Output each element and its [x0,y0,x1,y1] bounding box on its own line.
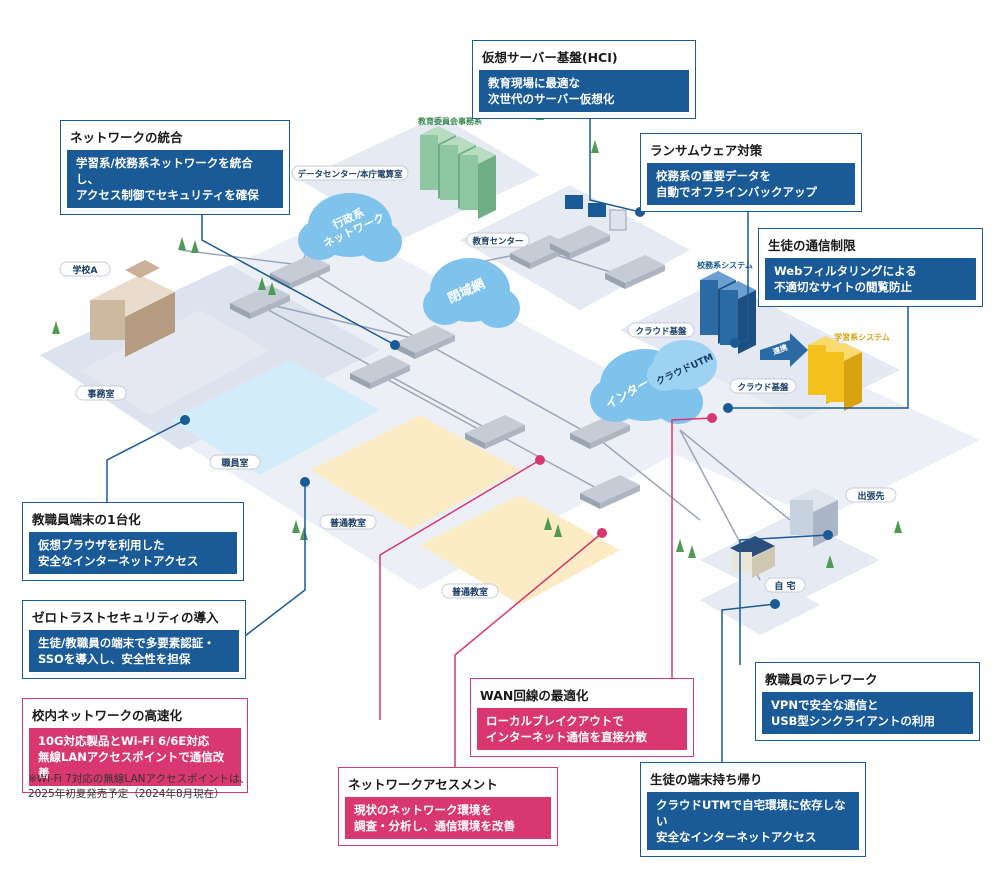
callout-lan-speed: 校内ネットワークの高速化 10G対応製品とWi-Fi 6/6E対応 無線LANア… [22,698,248,793]
leader-dots [180,207,833,609]
shokuinshitsu-floor [170,360,380,475]
futsu2-label: 普通教室 [452,586,488,598]
leader-lines-blue [106,95,909,765]
datacenter-label: データセンター/本庁電算室 [297,169,403,180]
callout-assessment-title: ネットワークアセスメント [348,777,498,792]
callout-hci-body: 教育現場に最適な 次世代のサーバー仮想化 [479,70,689,112]
callout-hci-title: 仮想サーバー基盤(HCI) [482,50,618,65]
callout-network-integration-body: 学習系/校務系ネットワークを統合し、 アクセス制御でセキュリティを確保 [67,150,283,208]
komu-system-servers [700,271,756,354]
callout-telework-title: 教職員のテレワーク [765,672,878,687]
callout-assessment-body: 現状のネットワーク環境を 調査・分析し、通信環境を改善 [345,797,551,839]
school-a-label: 学校A [73,264,98,276]
callout-take-home-body: クラウドUTMで自宅環境に依存しない 安全なインターネットアクセス [647,792,859,850]
footnote: ※Wi-Fi 7対応の無線LANアクセスポイントは、 2025年初夏発売予定（2… [28,773,250,800]
callout-wan: WAN回線の最適化 ローカルブレイクアウトで インターネット通信を直接分散 [470,678,694,757]
classroom1-floor [310,415,520,530]
jitaku-label: 自 宅 [774,580,795,592]
callout-zero-trust: ゼロトラストセキュリティの導入 生徒/教職員の端末で多要素認証・ SSOを導入し… [22,600,246,679]
callout-zero-trust-title: ゼロトラストセキュリティの導入 [32,610,219,625]
edu-center-pcs [565,195,627,231]
cloud-utm: クラウドUTM [647,340,717,391]
callout-zero-trust-body: 生徒/教職員の端末で多要素認証・ SSOを導入し、安全性を担保 [29,630,239,672]
gakushu-system-label: 学習系システム [834,332,890,342]
gyosei-cloud: 行政系ネットワーク [298,193,402,262]
callout-hci: 仮想サーバー基盤(HCI) 教育現場に最適な 次世代のサーバー仮想化 [472,40,696,119]
cloud-base1-label: クラウド基盤 [635,326,687,337]
leader-lines-pink [379,417,713,770]
futsu1-label: 普通教室 [330,517,366,529]
callout-student-restriction-body: Webフィルタリングによる 不適切なサイトの閲覧防止 [765,258,976,300]
shokuinshitsu-label: 職員室 [221,457,248,469]
callout-network-integration-title: ネットワークの統合 [70,130,183,145]
gakushu-system-servers [808,336,862,411]
school-building [90,260,175,357]
callout-ransomware: ランサムウェア対策 校務系の重要データを 自動でオフラインバックアップ [640,133,862,212]
classroom2-floor [420,495,620,605]
closed-network-cloud: 閉域網 [423,258,520,328]
callout-lan-speed-body: 10G対応製品とWi-Fi 6/6E対応 無線LANアクセスポイントで通信改善 [29,728,241,786]
callout-ransomware-body: 校務系の重要データを 自動でオフラインバックアップ [647,163,855,205]
callout-telework-body: VPNで安全な通信と USB型シンクライアントの利用 [762,692,973,734]
callout-wan-title: WAN回線の最適化 [480,688,589,703]
renkei-arrow [760,333,808,367]
edu-center-label: 教育センター [471,236,523,247]
jimushitsu-label: 事務室 [87,388,114,400]
callout-take-home: 生徒の端末持ち帰り クラウドUTMで自宅環境に依存しない 安全なインターネットア… [640,762,866,857]
callout-lan-speed-title: 校内ネットワークの高速化 [32,708,183,723]
callout-ransomware-title: ランサムウェア対策 [650,143,763,158]
callout-take-home-title: 生徒の端末持ち帰り [650,772,763,787]
callout-network-integration: ネットワークの統合 学習系/校務系ネットワークを統合し、 アクセス制御でセキュリ… [60,120,290,215]
callout-student-restriction: 生徒の通信制限 Webフィルタリングによる 不適切なサイトの閲覧防止 [758,228,983,307]
board-office-label: 教育委員会事務系 [417,116,482,126]
callout-wan-body: ローカルブレイクアウトで インターネット通信を直接分散 [477,708,687,750]
home-floor [700,570,820,635]
callout-staff-terminal: 教職員端末の1台化 仮想ブラウザを利用した 安全なインターネットアクセス [22,502,244,581]
callout-staff-terminal-title: 教職員端末の1台化 [32,512,141,527]
komu-system-label: 校務系システム [697,260,753,270]
cloud-base2-label: クラウド基盤 [737,382,789,393]
board-office-servers [420,126,496,219]
callout-assessment: ネットワークアセスメント 現状のネットワーク環境を 調査・分析し、通信環境を改善 [338,767,558,846]
home-building [730,536,775,578]
jimushitsu-floor [80,310,270,415]
callout-staff-terminal-body: 仮想ブラウザを利用した 安全なインターネットアクセス [29,532,237,574]
callout-telework: 教職員のテレワーク VPNで安全な通信と USB型シンクライアントの利用 [755,662,980,741]
callout-student-restriction-title: 生徒の通信制限 [768,238,856,253]
shucchosaki-label: 出張先 [857,490,884,502]
area-labels: 学校A 事務室 職員室 普通教室 普通教室 データセンター/本庁電算室 教育セン… [59,116,897,599]
